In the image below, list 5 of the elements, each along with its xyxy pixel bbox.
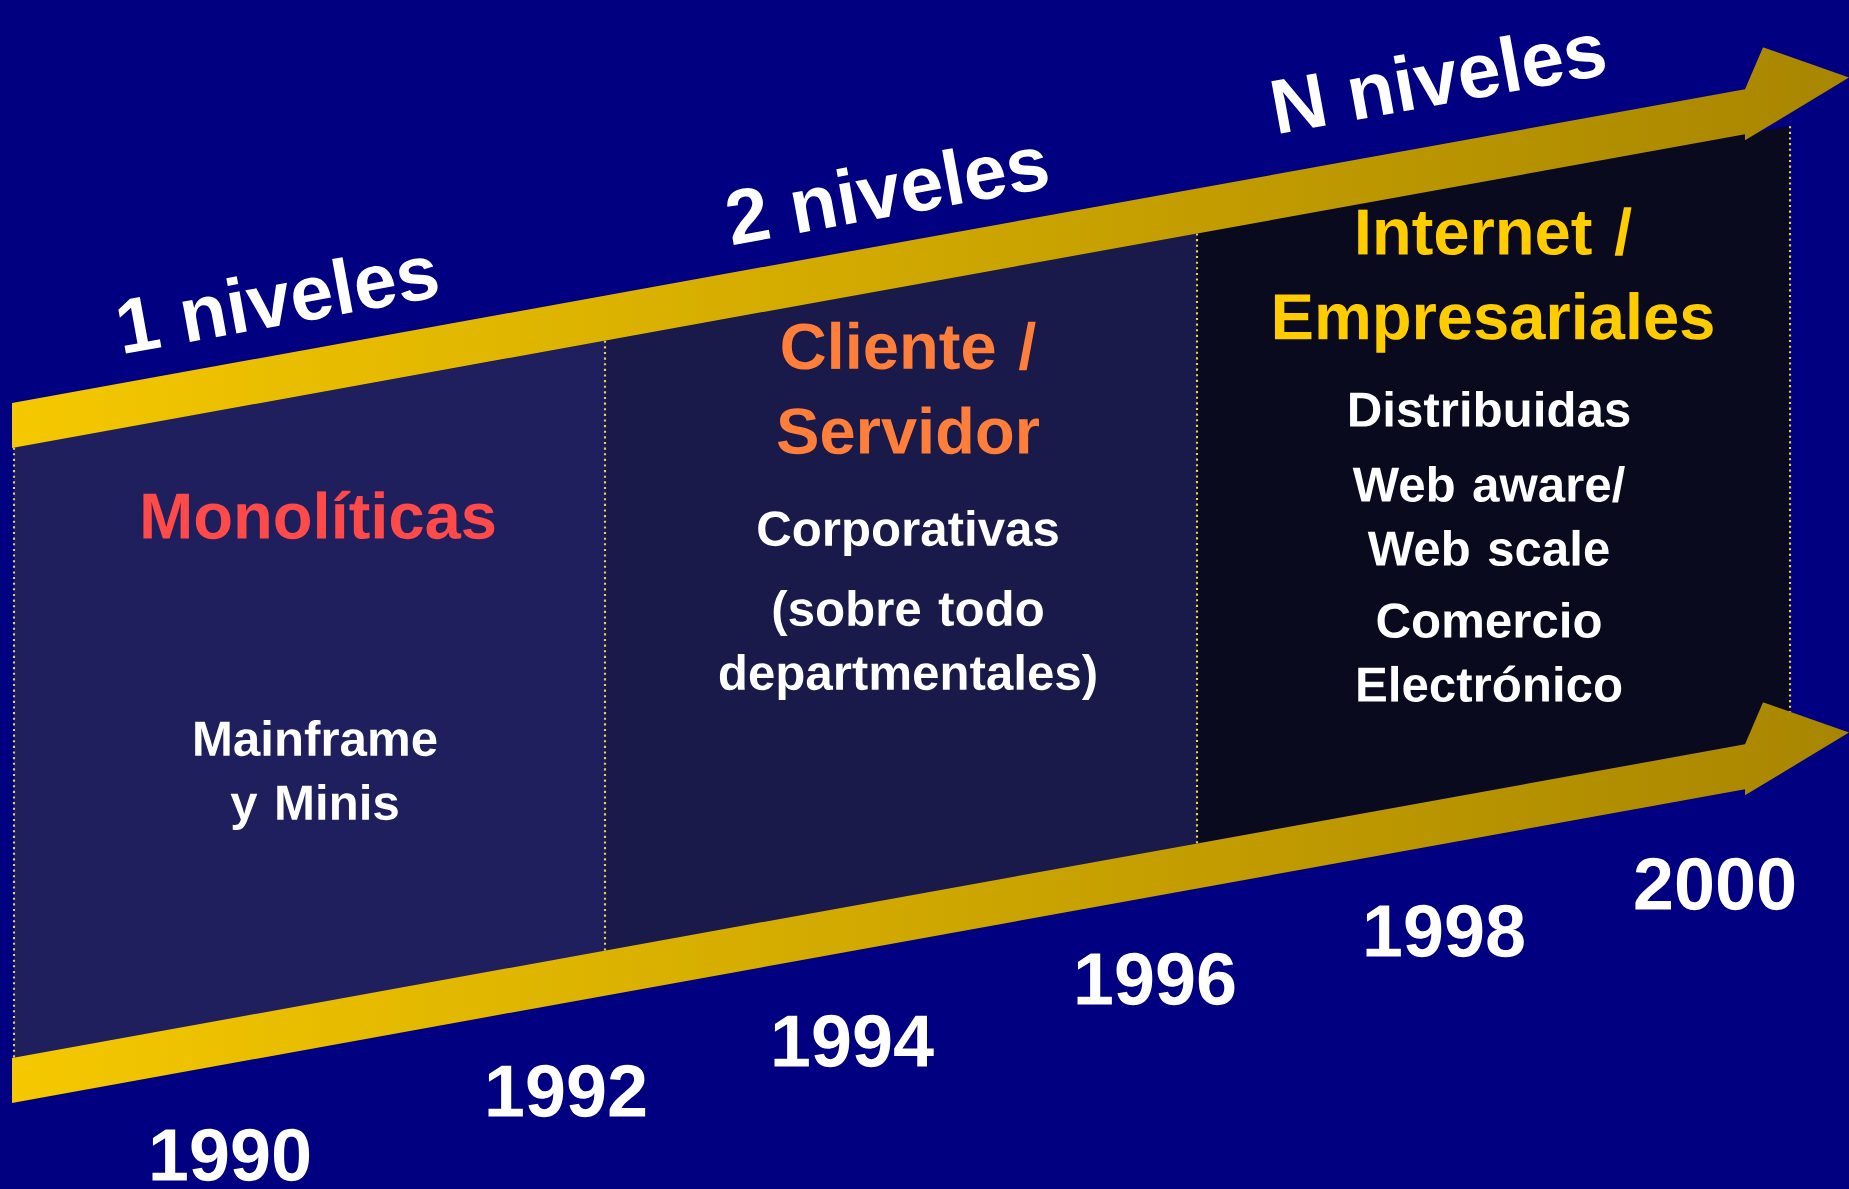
year-label: 1998 [1366,904,1524,958]
year-label: 1996 [1077,952,1235,1006]
year-label: 1992 [488,1064,646,1118]
year-label: 1990 [152,1128,310,1182]
year-label: 1994 [774,1014,934,1068]
